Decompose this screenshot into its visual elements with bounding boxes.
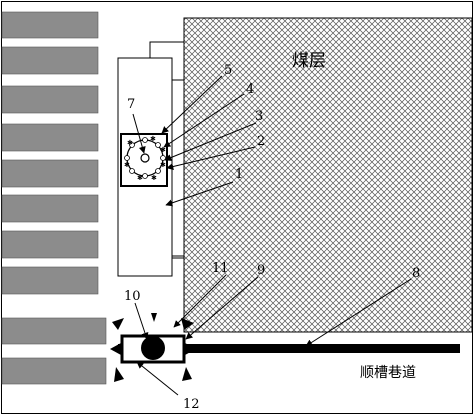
coal-seam — [183, 17, 473, 333]
label-1: 1 — [235, 167, 243, 182]
leader-10 — [134, 302, 149, 340]
leader-12 — [136, 361, 179, 396]
left-block — [1, 194, 99, 223]
svg-text:✱: ✱ — [160, 161, 166, 169]
label-7: 7 — [127, 97, 135, 112]
label-8: 8 — [412, 266, 420, 281]
svg-text:✱: ✱ — [124, 161, 130, 169]
ring-star-marks: ✱ ✱ ✱ ✱ ✱ ✱ ✱ — [124, 135, 166, 182]
left-blocks — [1, 11, 107, 385]
label-9: 9 — [257, 263, 265, 278]
leader-2 — [166, 146, 256, 170]
left-block — [1, 230, 99, 259]
left-block — [1, 123, 99, 152]
leader-3 — [164, 122, 257, 161]
left-block — [1, 46, 99, 75]
ring-small-circles — [124, 137, 166, 179]
machine-center — [141, 336, 165, 360]
svg-text:✱: ✱ — [127, 139, 133, 147]
svg-text:✱: ✱ — [137, 174, 143, 182]
left-block — [1, 317, 107, 345]
coal-seam-label: 煤层 — [292, 51, 326, 71]
leader-lines — [132, 75, 412, 396]
leader-4 — [163, 93, 245, 148]
left-block — [1, 159, 99, 188]
leader-8 — [305, 278, 412, 347]
conveyor-belt — [118, 344, 460, 353]
label-12: 12 — [183, 397, 200, 412]
svg-text:✱: ✱ — [151, 174, 157, 182]
label-2: 2 — [257, 134, 265, 149]
leader-5 — [161, 75, 223, 134]
label-4: 4 — [246, 82, 254, 97]
left-block — [1, 266, 99, 295]
panel-outline — [149, 41, 184, 276]
leader-11 — [173, 274, 227, 328]
machine-supports — [110, 313, 196, 382]
leader-1 — [165, 181, 234, 207]
left-block — [1, 11, 99, 39]
device-center — [140, 153, 150, 163]
svg-text:✱: ✱ — [160, 146, 166, 154]
leader-7 — [132, 113, 146, 154]
label-11: 11 — [212, 261, 229, 276]
leader-9 — [185, 276, 259, 340]
label-3: 3 — [255, 109, 263, 124]
label-10: 10 — [124, 289, 141, 304]
label-5: 5 — [224, 63, 232, 78]
roadway-label: 顺槽巷道 — [360, 365, 416, 381]
left-block — [1, 357, 107, 385]
svg-text:✱: ✱ — [150, 135, 156, 143]
left-block — [1, 85, 99, 114]
